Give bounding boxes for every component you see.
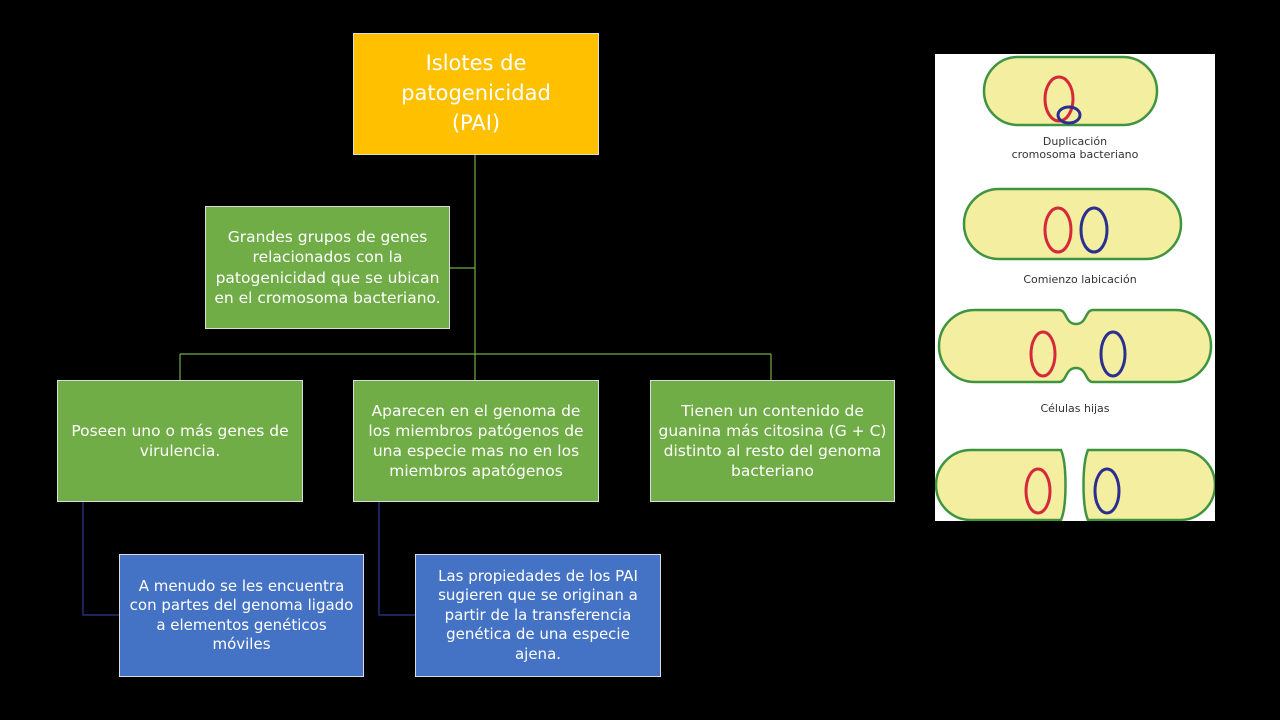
chromosome-blue [1056,105,1082,125]
root-node-text: Islotes de patogenicidad (PAI) [401,51,551,135]
feature-node-pathogenic: Aparecen en el genoma de los miembros pa… [353,380,599,502]
chromosome-blue [1093,467,1121,515]
cell-stage-daughters [935,448,1215,521]
detail-node-text: A menudo se les encuentra con partes del… [129,576,354,654]
connector-detail-2 [378,502,415,616]
bacterial-cell [982,55,1159,127]
chromosome-blue [1079,206,1109,254]
bacterial-cell [962,187,1183,261]
feature-node-text: Poseen uno o más genes de virulencia. [71,421,289,460]
caption-start: Comienzo labicación [1023,273,1136,286]
illustration-background [935,54,1215,521]
bacterial-division-illustration: Duplicación cromosoma bacteriano Comienz… [935,54,1215,521]
feature-node-gc-content: Tienen un contenido de guanina más citos… [650,380,895,502]
bacterial-cell [937,308,1213,384]
chromosome-red [1024,467,1052,515]
daughter-cell-right [1082,448,1215,521]
chromosome-blue [1099,330,1127,378]
cell-stage-constriction [937,308,1213,384]
detail-node-transfer-origin: Las propiedades de los PAI sugieren que … [415,554,661,677]
caption-duplication-line1: Duplicación [1043,135,1107,148]
feature-node-text: Aparecen en el genoma de los miembros pa… [368,401,584,481]
chromosome-red [1029,330,1057,378]
definition-node-text: Grandes grupos de genes relacionados con… [214,228,441,307]
caption-duplication-line2: cromosoma bacteriano [1012,148,1139,161]
detail-node-text: Las propiedades de los PAI sugieren que … [438,566,638,663]
caption-daughters: Células hijas [1040,402,1109,415]
cell-stage-duplication [982,55,1159,127]
root-node-pai: Islotes de patogenicidad (PAI) [353,33,599,155]
chromosome-red [1043,206,1073,254]
definition-node: Grandes grupos de genes relacionados con… [205,206,450,329]
detail-node-mobile-elements: A menudo se les encuentra con partes del… [119,554,364,677]
feature-node-text: Tienen un contenido de guanina más citos… [658,401,887,481]
connector-detail-1 [82,502,119,616]
feature-node-virulence: Poseen uno o más genes de virulencia. [57,380,303,502]
cell-stage-start [962,187,1183,261]
chromosome-red [1043,75,1075,123]
daughter-cell-left [935,448,1067,521]
